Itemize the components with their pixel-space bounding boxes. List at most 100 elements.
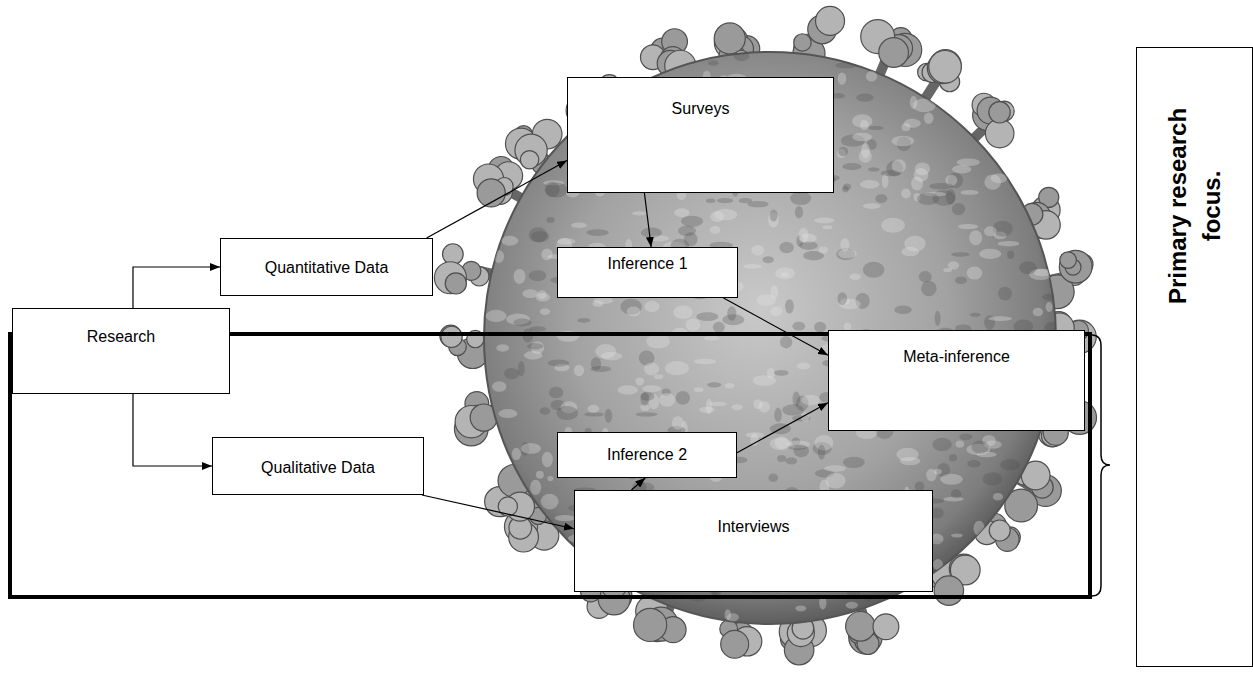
spike-head [445, 273, 466, 294]
texture-blob [767, 368, 775, 379]
spike-head [634, 608, 667, 641]
texture-blob [577, 318, 590, 323]
texture-blob [554, 515, 575, 521]
box-label: Inference 1 [607, 254, 687, 273]
connector-arrow [644, 193, 651, 247]
texture-blob [605, 409, 613, 423]
texture-blob [949, 454, 957, 461]
texture-blob [734, 51, 749, 61]
texture-blob [929, 183, 953, 190]
texture-blob [595, 344, 616, 359]
texture-blob [524, 351, 542, 360]
texture-blob [904, 119, 921, 128]
spike-head [1060, 252, 1077, 269]
process-box: Quantitative Data [220, 238, 433, 296]
texture-blob [843, 457, 865, 468]
texture-blob [725, 383, 735, 388]
texture-blob [746, 432, 765, 437]
texture-blob [967, 460, 980, 467]
texture-blob [707, 382, 721, 387]
spike-head [440, 325, 462, 347]
box-label: Interviews [717, 517, 789, 536]
texture-blob [770, 285, 778, 298]
texture-blob [852, 133, 872, 141]
texture-blob [875, 194, 887, 203]
texture-blob [758, 401, 770, 413]
texture-blob [952, 203, 965, 215]
texture-blob [904, 236, 925, 252]
texture-blob [788, 445, 807, 450]
texture-blob [722, 314, 744, 325]
texture-blob [932, 438, 951, 451]
texture-blob [498, 409, 517, 418]
texture-blob [635, 377, 644, 385]
texture-blob [957, 158, 980, 166]
texture-blob [672, 416, 684, 429]
spike-head [816, 6, 845, 35]
texture-blob [696, 312, 718, 321]
texture-blob [659, 393, 676, 407]
texture-blob [901, 188, 911, 198]
texture-blob [530, 480, 541, 495]
texture-blob [838, 73, 847, 85]
process-box: Inference 2 [557, 432, 737, 478]
connector-arrow [133, 394, 212, 466]
texture-blob [837, 292, 847, 305]
connector-arrow [724, 298, 828, 355]
texture-blob [819, 247, 828, 254]
box-label: Qualitative Data [261, 458, 375, 477]
texture-blob [924, 112, 934, 124]
connector-arrow [427, 161, 567, 238]
texture-blob [958, 224, 978, 229]
texture-blob [537, 290, 546, 299]
texture-blob [896, 448, 918, 461]
spike-head [520, 151, 538, 169]
spike-head [934, 576, 963, 605]
texture-blob [881, 218, 905, 233]
texture-blob [512, 448, 521, 460]
texture-blob [529, 326, 546, 332]
texture-blob [681, 216, 703, 227]
texture-blob [779, 242, 793, 254]
texture-blob [856, 93, 873, 101]
texture-blob [790, 192, 811, 206]
texture-blob [640, 392, 649, 406]
texture-blob [838, 147, 848, 156]
texture-blob [529, 270, 547, 281]
texture-blob [731, 404, 742, 410]
process-box: Research [12, 308, 230, 394]
texture-blob [542, 452, 553, 468]
texture-blob [665, 361, 689, 375]
texture-blob [654, 374, 663, 379]
texture-blob [881, 170, 901, 176]
texture-blob [1033, 308, 1043, 317]
texture-blob [529, 227, 548, 242]
texture-blob [774, 370, 789, 376]
texture-blob [946, 189, 956, 205]
box-label: Research [87, 327, 155, 346]
texture-blob [951, 252, 970, 257]
texture-blob [793, 392, 801, 407]
texture-blob [984, 226, 997, 236]
texture-blob [846, 602, 858, 609]
spike-head [441, 326, 462, 347]
connector-arrow [422, 495, 574, 529]
texture-blob [694, 359, 716, 364]
texture-blob [642, 385, 661, 392]
texture-blob [646, 334, 669, 348]
texture-blob [970, 313, 981, 317]
texture-blob [1000, 459, 1020, 470]
texture-blob [521, 443, 541, 454]
spike-head [846, 612, 876, 642]
texture-blob [717, 198, 734, 203]
texture-blob [861, 143, 870, 158]
texture-blob [894, 305, 911, 314]
texture-blob [917, 193, 939, 205]
texture-blob [780, 336, 792, 348]
texture-blob [541, 494, 559, 510]
texture-blob [494, 250, 504, 263]
texture-blob [627, 307, 641, 317]
texture-blob [545, 183, 567, 198]
spike-head [1059, 250, 1092, 283]
texture-blob [644, 301, 659, 312]
